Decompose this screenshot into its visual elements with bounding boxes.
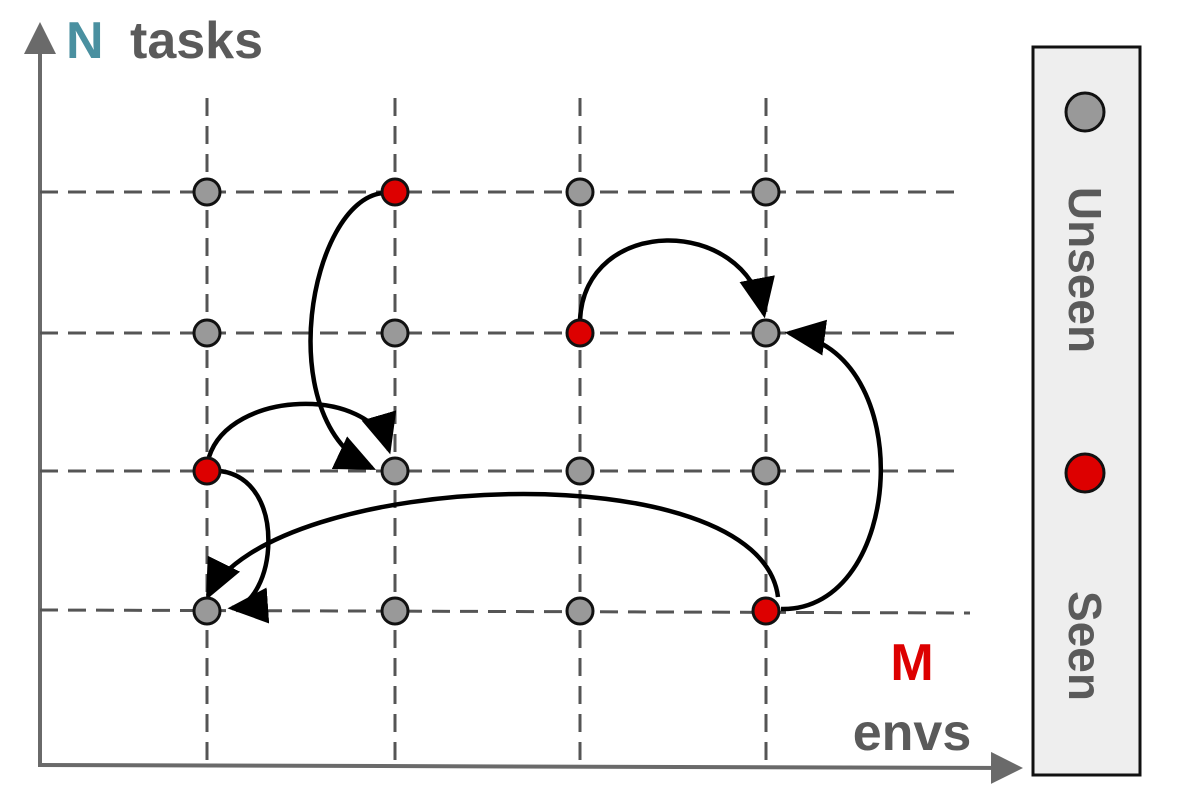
transfer-arrow <box>205 491 781 601</box>
x-axis-line <box>37 751 1023 784</box>
transfer-arrow <box>780 319 884 612</box>
unseen-node <box>565 596 595 626</box>
transfer-arrow <box>206 401 397 458</box>
unseen-node <box>751 318 781 348</box>
axes <box>24 22 1023 784</box>
legend-box <box>1031 45 1142 777</box>
seen-node <box>751 596 781 626</box>
unseen-node <box>380 318 410 348</box>
y-axis-word: tasks <box>130 12 263 70</box>
transfer-arrow <box>219 468 271 624</box>
unseen-node <box>192 318 222 348</box>
legend-seen-label: Seen <box>1059 591 1111 701</box>
y-axis-letter: N <box>66 12 104 70</box>
grid-row-line <box>39 608 971 615</box>
transfer-arrow <box>308 190 384 471</box>
unseen-node <box>380 596 410 626</box>
legend-unseen-label: Unseen <box>1059 187 1111 353</box>
transfer-arrows <box>205 190 884 624</box>
seen-node <box>565 318 595 348</box>
unseen-node <box>565 456 595 486</box>
legend-seen-marker <box>1064 452 1106 494</box>
grid-lines <box>39 98 971 765</box>
x-axis-word: envs <box>853 704 972 762</box>
transfer-arrow <box>577 238 775 321</box>
unseen-node <box>751 456 781 486</box>
unseen-node <box>192 177 222 207</box>
x-axis-letter: M <box>890 634 933 692</box>
unseen-node <box>565 177 595 207</box>
unseen-node <box>751 177 781 207</box>
unseen-node <box>192 596 222 626</box>
legend: Unseen Seen <box>1031 45 1142 777</box>
y-axis-title: N tasks <box>66 12 263 70</box>
seen-node <box>380 177 410 207</box>
legend-unseen-marker <box>1064 91 1106 133</box>
unseen-node <box>380 456 410 486</box>
grid-nodes <box>192 177 781 626</box>
seen-node <box>192 456 222 486</box>
